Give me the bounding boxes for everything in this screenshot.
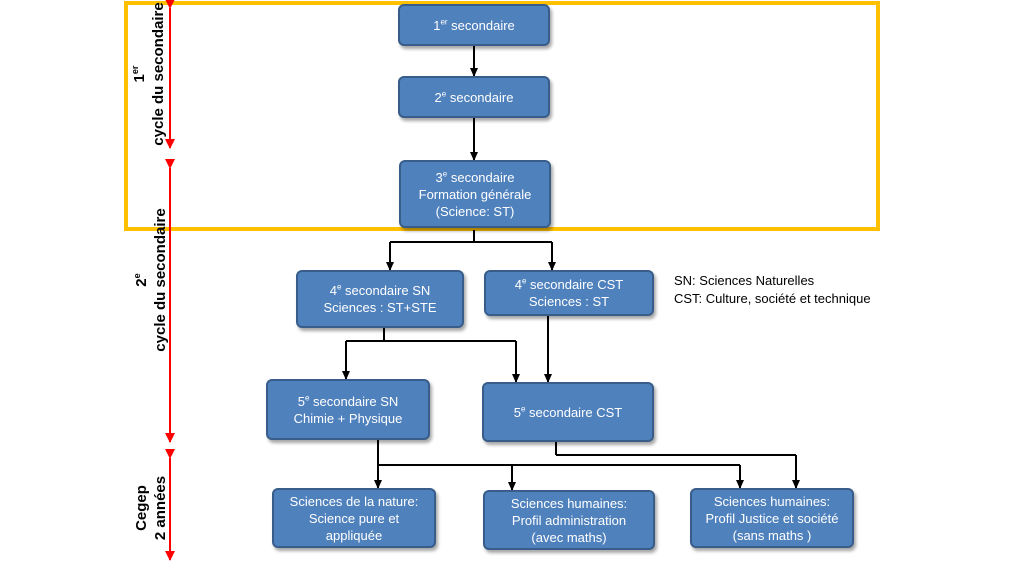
- cegep-text: Cegep: [133, 485, 150, 531]
- sec5cst-text: secondaire CST: [525, 404, 623, 420]
- box-sec2: 2e secondaire: [398, 76, 550, 118]
- sec3-line3: (Science: ST): [435, 203, 515, 219]
- cegep-years: 2 années: [152, 475, 169, 541]
- cycle2-num: 2: [133, 278, 150, 287]
- sec4sn-num: 4: [329, 283, 337, 298]
- nature-line3: appliquée: [325, 527, 383, 543]
- box-sec5sn: 5e secondaire SN Chimie + Physique: [266, 379, 430, 440]
- sec1-sup: er: [440, 17, 448, 27]
- humjustice-line1: Sciences humaines:: [713, 493, 831, 509]
- legend: SN: Sciences Naturelles CST: Culture, so…: [674, 272, 871, 308]
- cycle1-sup: er: [130, 65, 140, 75]
- sec3-num: 3: [435, 169, 443, 185]
- nature-line2: Science pure et: [308, 510, 400, 526]
- humjustice-line2: Profil Justice et société: [705, 510, 839, 526]
- cycle1-num: 1: [131, 74, 148, 83]
- sec2-text: secondaire: [446, 89, 514, 105]
- sec5sn-sup: e: [304, 393, 310, 403]
- sec1-num: 1: [433, 17, 441, 33]
- box-sciences-nature: Sciences de la nature: Science pure et a…: [272, 488, 436, 548]
- sec5sn-num: 5: [297, 393, 305, 409]
- box-sciences-humaines-administration: Sciences humaines: Profil administration…: [483, 490, 655, 550]
- sec4sn-line2: Sciences : ST+STE: [323, 300, 437, 315]
- sec5cst-num: 5: [513, 404, 521, 420]
- cegep-label: Cegep 2 années: [132, 468, 172, 548]
- sec5sn-text: secondaire SN: [309, 393, 399, 409]
- cycle1-label: 1er cycle du secondaire: [130, 0, 170, 159]
- humjustice-line3: (sans maths ): [732, 527, 812, 543]
- humadmin-line1: Sciences humaines:: [510, 495, 628, 511]
- sec4sn-sup: e: [336, 282, 342, 292]
- sec5cst-sup: e: [520, 404, 526, 414]
- sec4cst-text: secondaire CST: [526, 277, 624, 292]
- sec3-sup: e: [442, 169, 448, 179]
- legend-sn: SN: Sciences Naturelles: [674, 273, 815, 288]
- humadmin-line2: Profil administration: [511, 512, 627, 528]
- sec1-text: secondaire: [447, 17, 515, 33]
- sec4sn-text: secondaire SN: [341, 283, 431, 298]
- box-sec4cst: 4e secondaire CST Sciences : ST: [484, 270, 654, 316]
- legend-cst: CST: Culture, société et technique: [674, 291, 871, 306]
- sec4cst-sup: e: [521, 276, 527, 286]
- box-sciences-humaines-justice: Sciences humaines: Profil Justice et soc…: [690, 488, 854, 548]
- box-sec5cst: 5e secondaire CST: [482, 382, 654, 442]
- sec2-sup: e: [441, 89, 447, 99]
- cycle2-label: 2e cycle du secondaire: [132, 180, 172, 380]
- nature-line1: Sciences de la nature:: [289, 493, 419, 509]
- first-cycle-highlight-frame: [124, 1, 880, 231]
- sec2-num: 2: [434, 89, 442, 105]
- humadmin-line3: (avec maths): [531, 529, 607, 545]
- sec5sn-line2: Chimie + Physique: [293, 410, 403, 426]
- cycle1-text: cycle du secondaire: [150, 2, 167, 146]
- cycle2-text: cycle du secondaire: [152, 208, 169, 352]
- sec4cst-line2: Sciences : ST: [528, 294, 610, 309]
- box-sec4sn: 4e secondaire SN Sciences : ST+STE: [296, 270, 464, 328]
- sec4cst-num: 4: [514, 277, 522, 292]
- cycle2-sup: e: [132, 273, 142, 279]
- sec3-text: secondaire: [447, 169, 515, 185]
- box-sec3: 3e secondaire Formation générale (Scienc…: [399, 160, 551, 228]
- box-sec1: 1er secondaire: [398, 4, 550, 46]
- sec3-line2: Formation générale: [418, 186, 532, 202]
